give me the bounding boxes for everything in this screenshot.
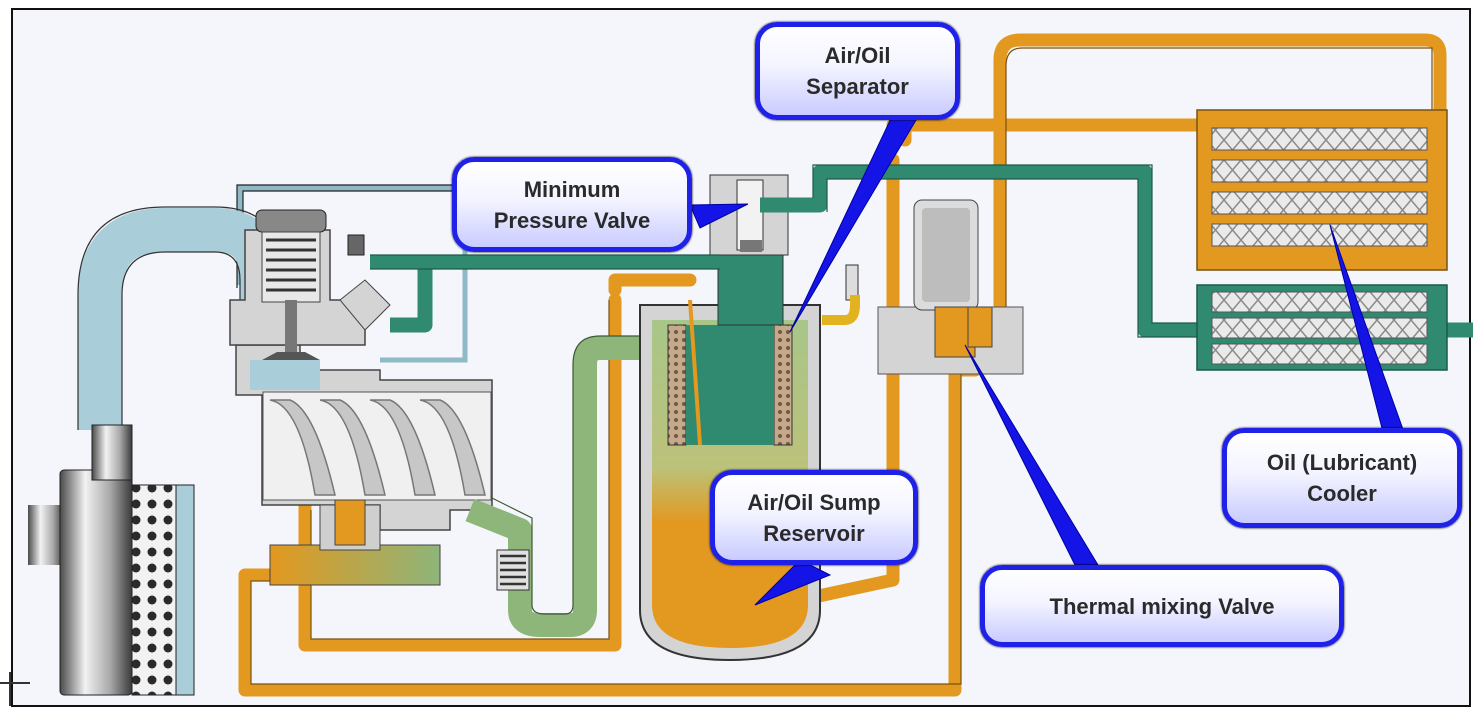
label-line: Air/Oil: [824, 40, 890, 71]
label-line: Reservoir: [763, 518, 865, 549]
label-line: Separator: [806, 71, 909, 102]
label-line: Minimum: [524, 174, 621, 205]
label-line: Cooler: [1307, 478, 1377, 509]
label-line: Thermal mixing Valve: [1050, 591, 1275, 622]
label-line: Air/Oil Sump: [747, 487, 880, 518]
label-air-oil-separator: Air/Oil Separator: [755, 22, 960, 120]
label-minimum-pressure-valve: Minimum Pressure Valve: [452, 157, 692, 252]
label-line: Oil (Lubricant): [1267, 447, 1417, 478]
label-thermal-mixing-valve: Thermal mixing Valve: [980, 565, 1344, 647]
label-line: Pressure Valve: [494, 205, 651, 236]
screw-rotor-icon: [263, 392, 491, 500]
label-air-oil-sump-reservoir: Air/Oil Sump Reservoir: [710, 470, 918, 565]
cooler-icon: [1197, 110, 1447, 370]
label-oil-cooler: Oil (Lubricant) Cooler: [1222, 428, 1462, 528]
